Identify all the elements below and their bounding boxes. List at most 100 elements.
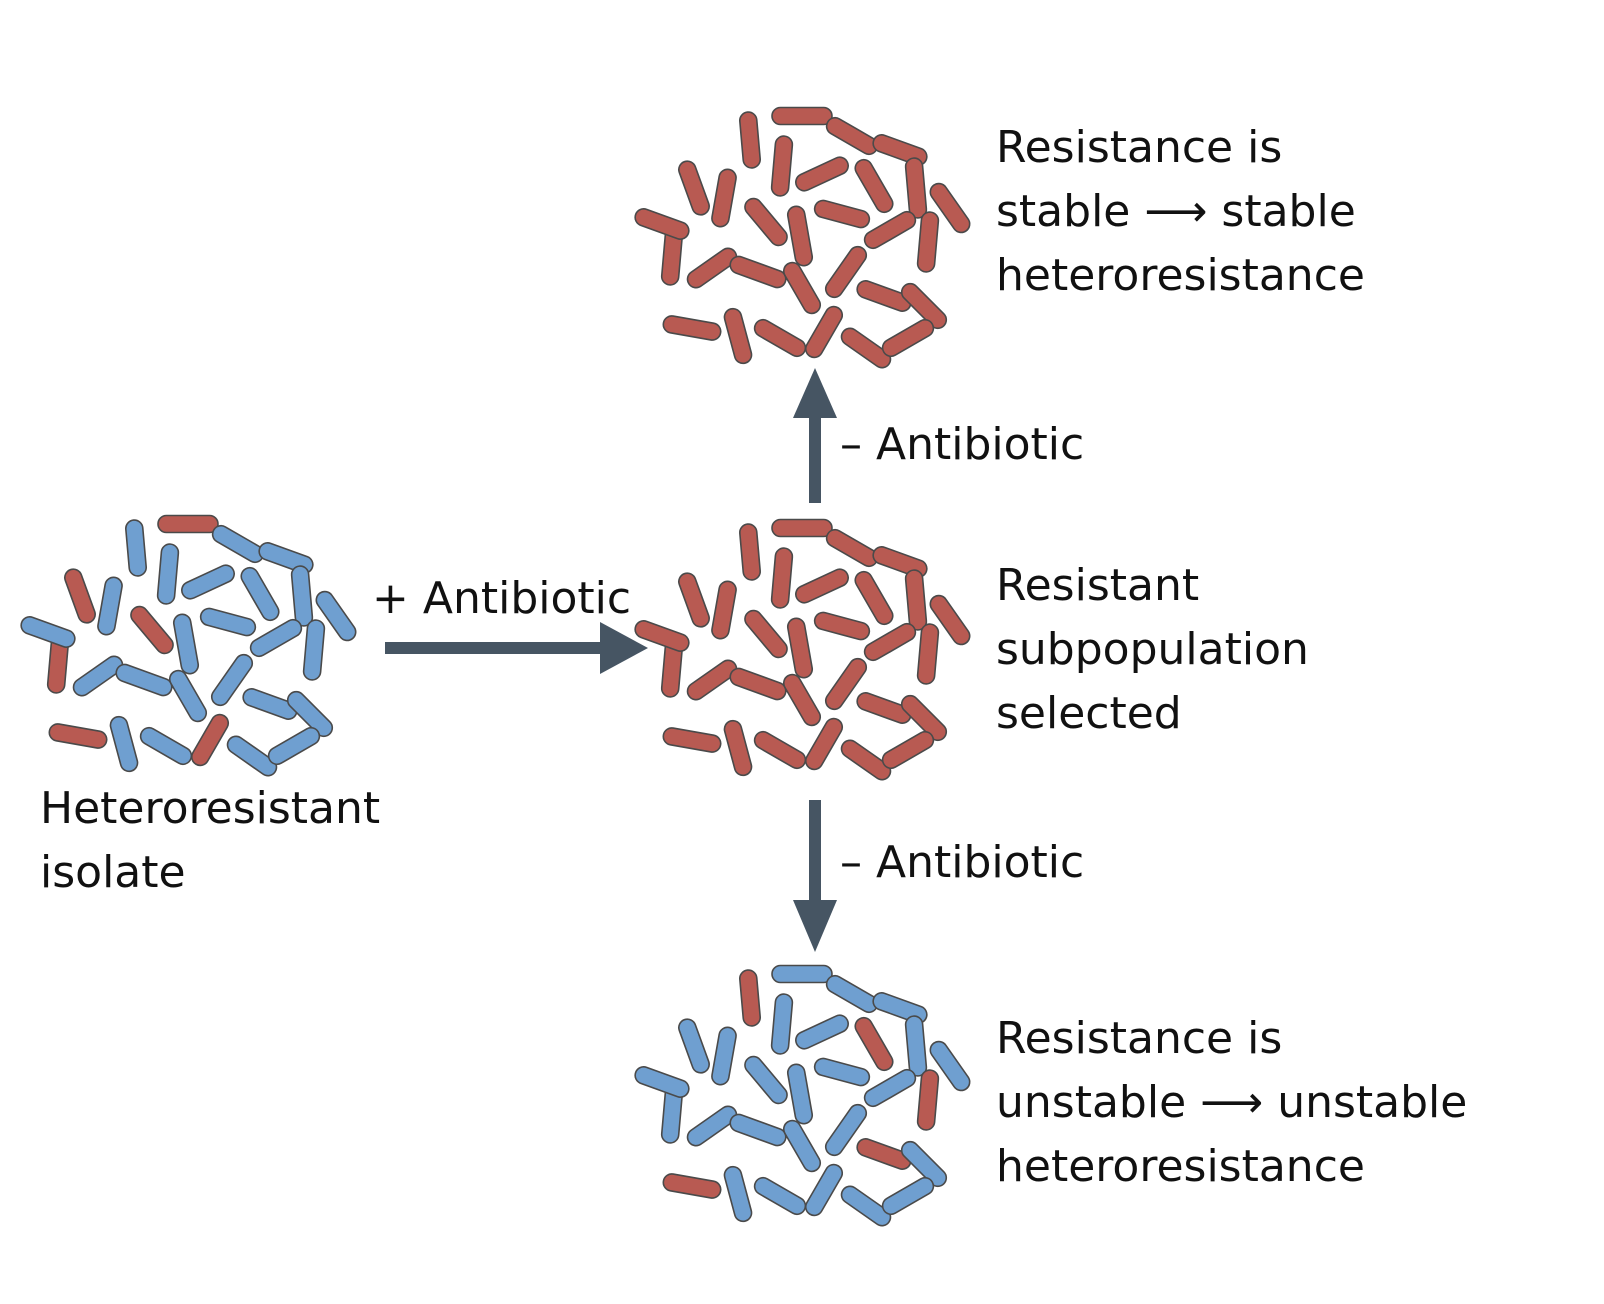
resistant-subpopulation-cluster [634, 518, 971, 781]
resistant-cell [904, 569, 928, 631]
resistant-cell [634, 208, 690, 240]
susceptible-cell [286, 690, 334, 738]
susceptible-cell [226, 735, 278, 777]
susceptible-cell [782, 1119, 822, 1173]
resistant-cell [854, 570, 894, 626]
stable-label-line-1: Resistance is [996, 122, 1283, 173]
susceptible-cell [168, 669, 208, 723]
remove-antibiotic-down-arrow [793, 800, 837, 952]
resistant-cell [786, 617, 814, 679]
unstable-label-line-1: Resistance is [996, 1013, 1283, 1064]
resistant-cell [825, 116, 879, 156]
susceptible-cell [211, 524, 265, 564]
susceptible-cell [723, 1165, 753, 1223]
susceptible-cell [711, 1026, 737, 1086]
resistant-cell [678, 160, 710, 216]
resistant-cell [824, 245, 868, 299]
susceptible-cell [840, 1185, 892, 1227]
stable-label-line-3: heteroresistance [996, 250, 1365, 301]
resistant-cell [48, 723, 108, 749]
susceptible-cell [240, 566, 280, 622]
susceptible-cell [302, 619, 326, 681]
susceptible-cell [115, 663, 173, 697]
resistant-cell [786, 205, 814, 267]
remove-antibiotic-down-label: – Antibiotic [840, 837, 1085, 888]
resistant-cell [678, 572, 710, 628]
unstable-heteroresistance-cluster [634, 964, 971, 1227]
resistant-cell [729, 255, 787, 289]
susceptible-cell [753, 1176, 807, 1216]
susceptible-cell [249, 618, 303, 658]
resistant-cell [662, 315, 722, 341]
susceptible-cell [72, 655, 124, 697]
resistant-cell [753, 730, 807, 770]
heteroresistant-isolate-cluster [20, 514, 357, 777]
stable-heteroresistance-cluster [634, 106, 971, 369]
susceptible-cell [267, 726, 321, 766]
susceptible-cell [786, 1063, 814, 1125]
resistant-cell [900, 282, 948, 330]
susceptible-cell [181, 564, 235, 600]
resistant-cell [739, 969, 761, 1027]
resistant-cell [825, 528, 879, 568]
susceptible-cell [210, 653, 254, 707]
resistant-cell [863, 210, 917, 250]
isolate-label-line-1: Heteroresistant [40, 783, 381, 834]
resistant-cell [795, 568, 849, 604]
susceptible-cell [881, 1176, 935, 1216]
remove-antibiotic-up-arrow [793, 368, 837, 503]
resistant-cell [770, 135, 794, 197]
resistant-cell [744, 609, 788, 659]
susceptible-cell [634, 1066, 690, 1098]
resistant-cell [916, 1069, 940, 1131]
resistant-cell [795, 156, 849, 192]
unstable-heteroresistance-label: Resistance is unstable ⟶ unstable hetero… [996, 1007, 1467, 1199]
resistant-cell [130, 605, 174, 655]
resistant-cell [771, 518, 833, 538]
isolate-label-line-2: isolate [40, 847, 186, 898]
stable-label-line-2: stable ⟶ stable [996, 186, 1356, 237]
susceptible-cell [242, 688, 298, 720]
resistant-cell [744, 197, 788, 247]
selected-label-line-2: subpopulation [996, 624, 1309, 675]
resistant-cell [856, 280, 912, 312]
resistant-cell [739, 111, 761, 169]
resistant-cell [782, 261, 822, 315]
resistant-cell [900, 694, 948, 742]
susceptible-cell [795, 1014, 849, 1050]
resistant-cell [813, 611, 871, 641]
resistant-cell [824, 657, 868, 711]
susceptible-cell [863, 1068, 917, 1108]
resistant-cell [711, 580, 737, 640]
resistant-cell [771, 106, 833, 126]
susceptible-cell [125, 519, 147, 577]
resistant-cell [723, 307, 753, 365]
resistant-cell [881, 730, 935, 770]
remove-antibiotic-up-label: – Antibiotic [840, 419, 1085, 470]
susceptible-cell [929, 1040, 971, 1092]
susceptible-cell [729, 1113, 787, 1147]
resistant-cell [723, 719, 753, 777]
resistant-subpopulation-label: Resistant subpopulation selected [996, 554, 1309, 746]
add-antibiotic-label: + Antibiotic [372, 573, 632, 624]
selected-label-line-1: Resistant [996, 560, 1200, 611]
resistant-cell [881, 318, 935, 358]
stable-heteroresistance-label: Resistance is stable ⟶ stable heteroresi… [996, 116, 1365, 308]
susceptible-cell [678, 1018, 710, 1074]
susceptible-cell [97, 576, 123, 636]
susceptible-cell [199, 607, 257, 637]
add-antibiotic-arrow [385, 622, 648, 674]
resistant-cell [904, 157, 928, 219]
unstable-label-line-3: heteroresistance [996, 1141, 1365, 1192]
resistant-cell [686, 659, 738, 701]
resistant-cell [854, 158, 894, 214]
resistant-cell [804, 305, 844, 359]
resistant-cell [916, 211, 940, 273]
resistant-cell [856, 1138, 912, 1170]
resistant-cell [856, 692, 912, 724]
resistant-cell [711, 168, 737, 228]
resistant-cell [782, 673, 822, 727]
susceptible-cell [904, 1015, 928, 1077]
